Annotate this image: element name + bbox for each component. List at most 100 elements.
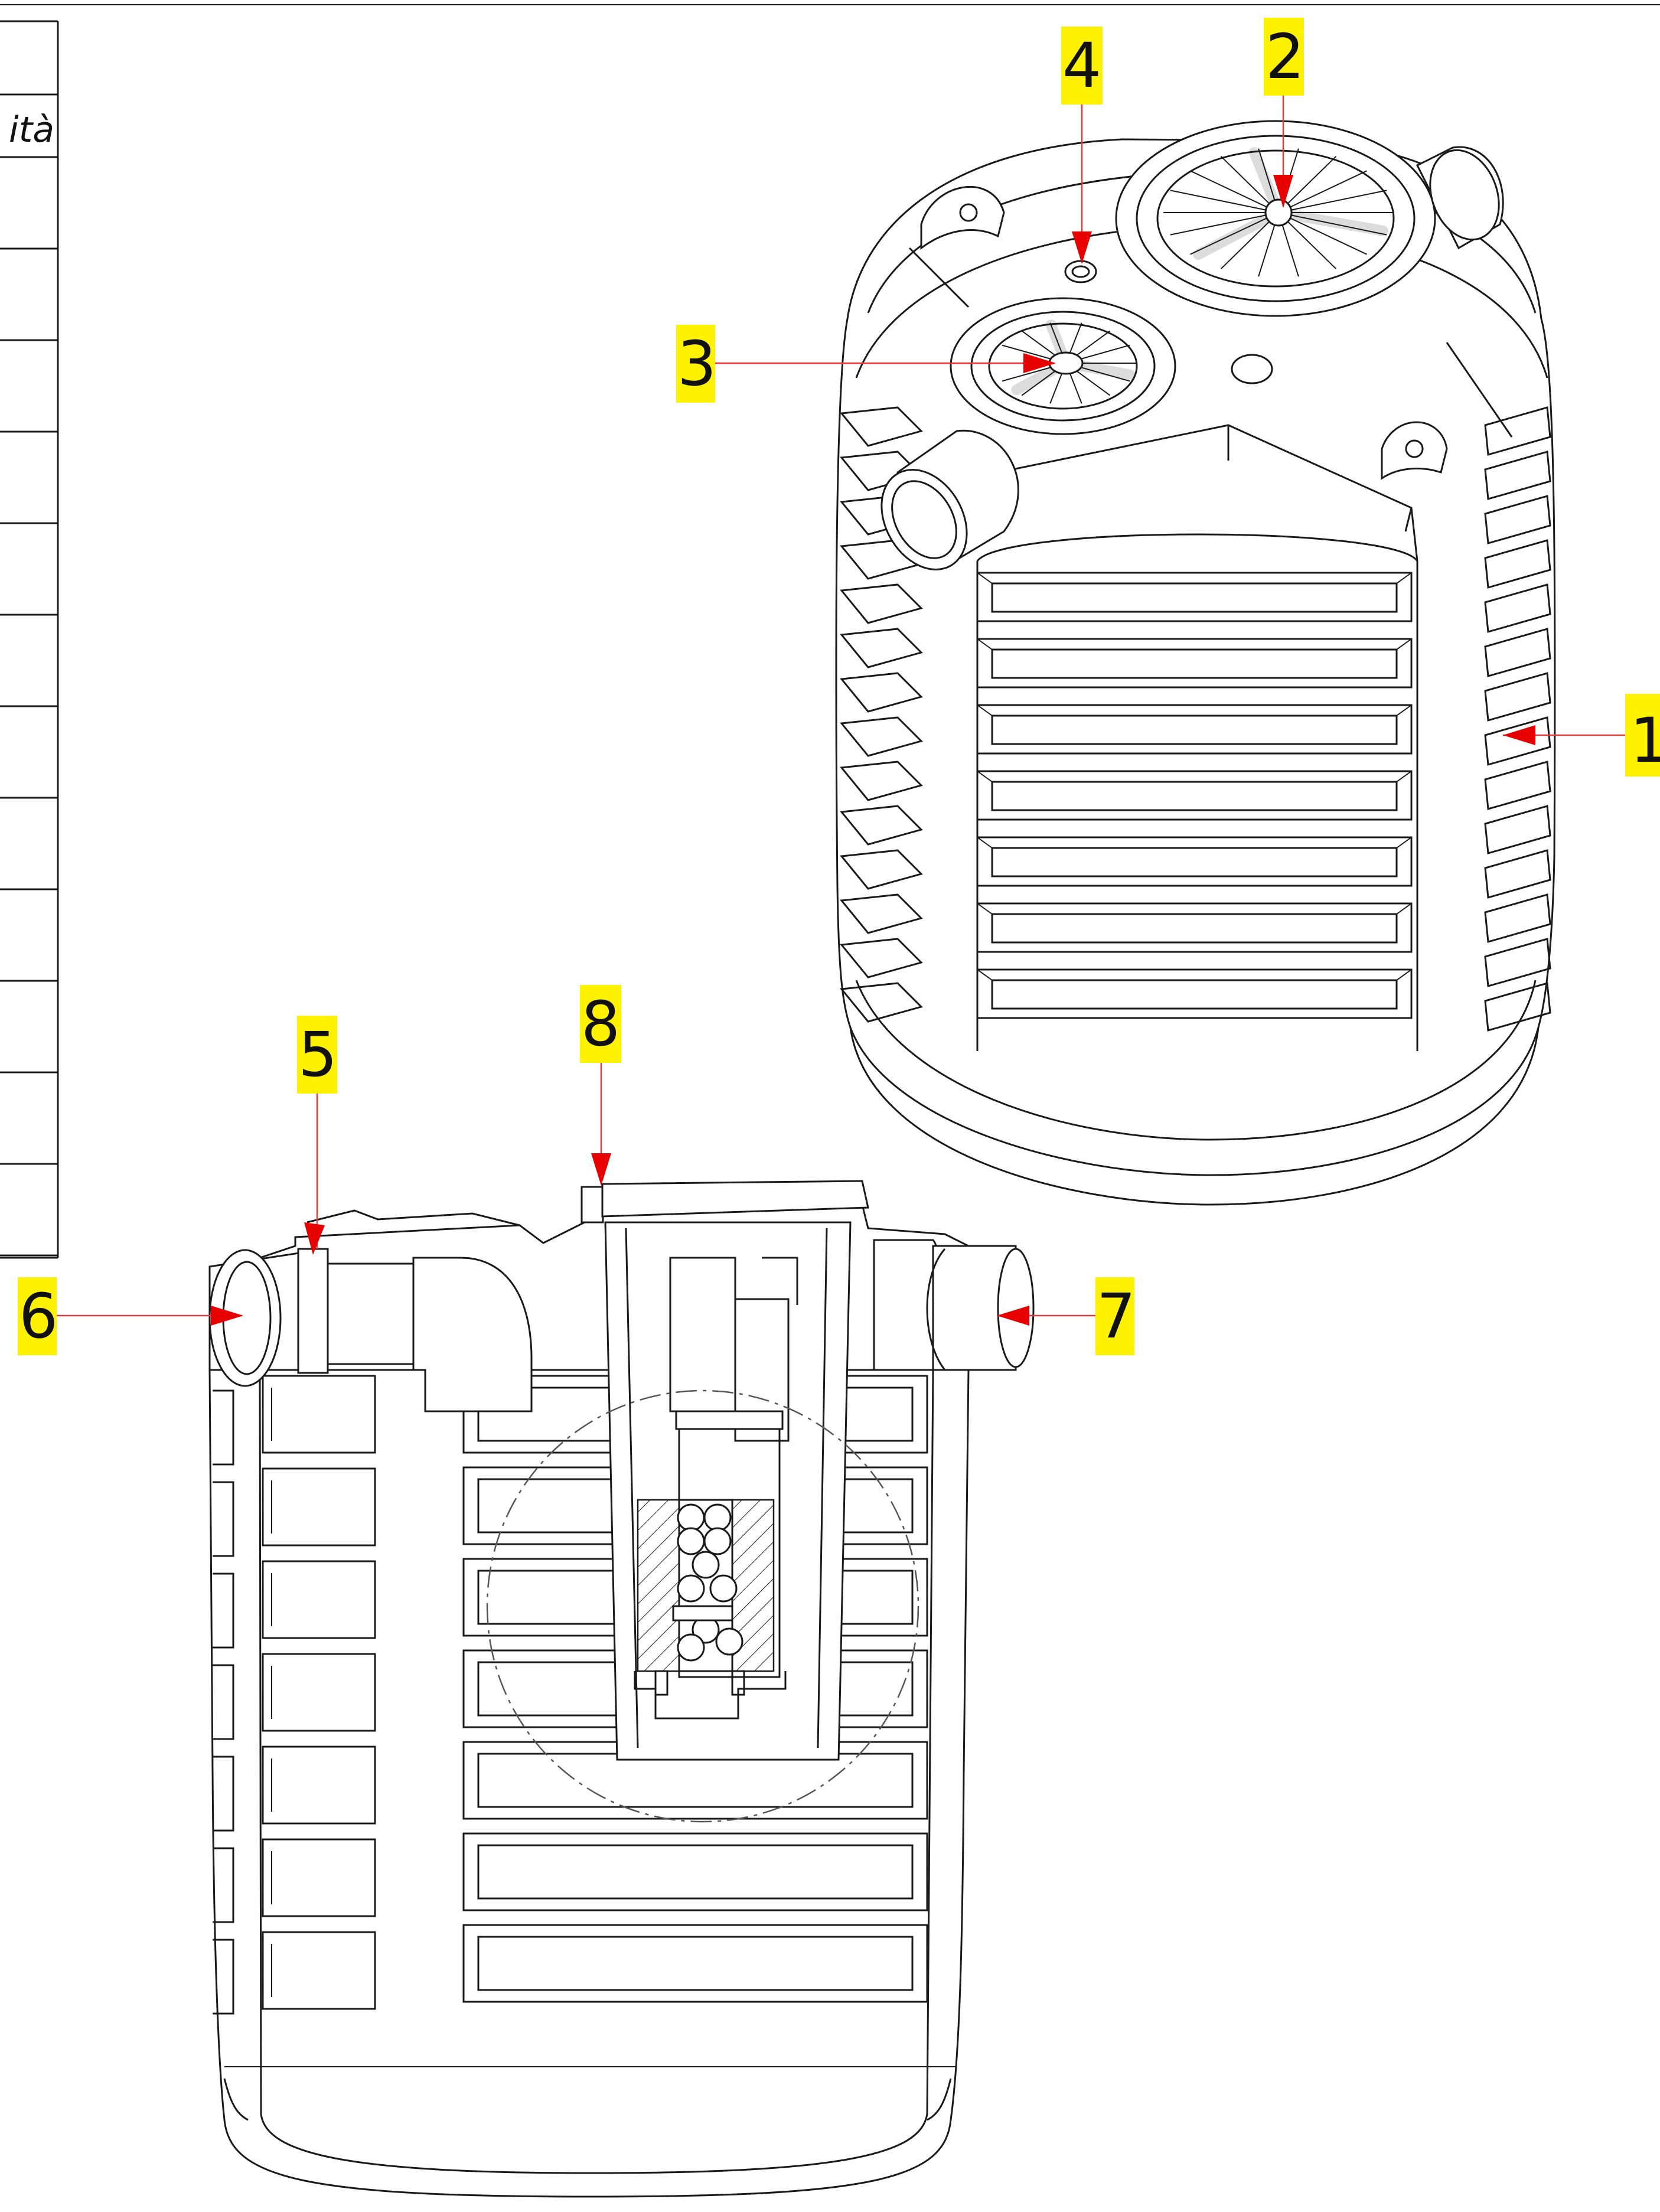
media-ball [677,1633,705,1662]
tank-left-ribs [840,406,923,1023]
handle-bar [1273,207,1388,236]
rib [840,716,923,757]
front-panel-inner [991,582,1398,613]
callout-6: 6 [18,1277,243,1355]
parts-table-rows [0,247,58,1257]
outer-rib [213,1756,234,1832]
media-ball [715,1627,743,1656]
panel-bevel [977,903,993,915]
tank-isometric-view [835,120,1556,1206]
media-ball [677,1574,705,1603]
rib [1484,893,1551,943]
front-panel-inner [991,979,1398,1010]
outer-rib [213,1572,234,1649]
callout-3-label: 3 [677,328,716,400]
tank-section-view [208,1180,1035,2198]
rib [840,406,923,447]
panel-bevel [977,572,993,584]
panel-bevel [977,837,993,849]
rib [1484,761,1551,810]
callout-2-label: 2 [1266,21,1304,93]
media-ball [703,1503,732,1532]
rib [1484,982,1551,1032]
rib [1484,716,1551,766]
panel-bevel [1396,704,1412,716]
left-panel [262,1746,376,1825]
handle-bar [1193,207,1284,260]
front-panel-inner [991,781,1398,811]
rib [840,672,923,713]
spoke [1278,170,1367,213]
rib [840,982,923,1023]
center-panel-inner [477,1844,914,1900]
callout-4: 4 [1061,27,1103,264]
outer-rib [213,1481,234,1557]
center-panel [462,1832,928,1911]
outer-rib [213,1389,234,1466]
media-ball [709,1574,738,1603]
left-panel [262,1931,376,2010]
rib [840,849,923,890]
section-left-ribs [213,1389,234,2015]
outer-rib [213,1664,234,1740]
rib [1484,938,1551,987]
section-left-panels [262,1375,376,2010]
left-panel [262,1467,376,1547]
panel-bevel [977,969,993,981]
front-panel-inner [991,715,1398,745]
panel-bevel [1396,837,1412,849]
rib [1484,406,1551,456]
front-panel-inner [991,913,1398,944]
rib [1484,539,1551,589]
outer-rib [213,1939,234,2015]
callout-8-label: 8 [581,988,620,1060]
front-panel-inner [991,648,1398,679]
panel-bevel [1396,572,1412,584]
rib [1484,451,1551,500]
spoke [1190,212,1279,255]
tank-right-ribs [1484,406,1551,1032]
left-panel [262,1560,376,1639]
spoke [1190,170,1279,213]
left-panel [262,1838,376,1917]
parts-table-header: ità [9,109,54,151]
panel-bevel [977,704,993,716]
rib [840,583,923,624]
panel-bevel [977,638,993,650]
media-ball [677,1527,705,1555]
outer-rib [213,1847,234,1923]
callout-6-label: 6 [19,1280,58,1352]
callout-1-label: 1 [1630,704,1660,777]
rib [1484,628,1551,677]
callout-4-label: 4 [1062,30,1101,102]
callout-2: 2 [1264,18,1304,208]
rib [1484,495,1551,544]
parts-table: ità [0,20,59,1259]
panel-bevel [1396,969,1412,981]
panel-bevel [977,771,993,782]
callout-3: 3 [676,325,1056,403]
spoke [1278,212,1387,236]
panel-bevel [1396,903,1412,915]
rib [840,938,923,978]
rib [840,761,923,801]
callout-8: 8 [580,985,621,1186]
media-ball [703,1527,732,1555]
spoke [1170,190,1279,213]
media-ball [677,1503,705,1532]
callout-7-label: 7 [1097,1280,1136,1352]
callout-5: 5 [297,1016,337,1255]
media-ball [692,1551,720,1579]
spoke [1278,212,1367,255]
inspection-cover-spokes [1163,147,1394,277]
center-panel [462,1924,928,2003]
rib [840,893,923,934]
rib [840,805,923,846]
panel-bevel [1396,771,1412,782]
rib [1484,583,1551,633]
rib [1484,805,1551,854]
rib [1484,849,1551,899]
panel-bevel [1396,638,1412,650]
rib [840,628,923,668]
